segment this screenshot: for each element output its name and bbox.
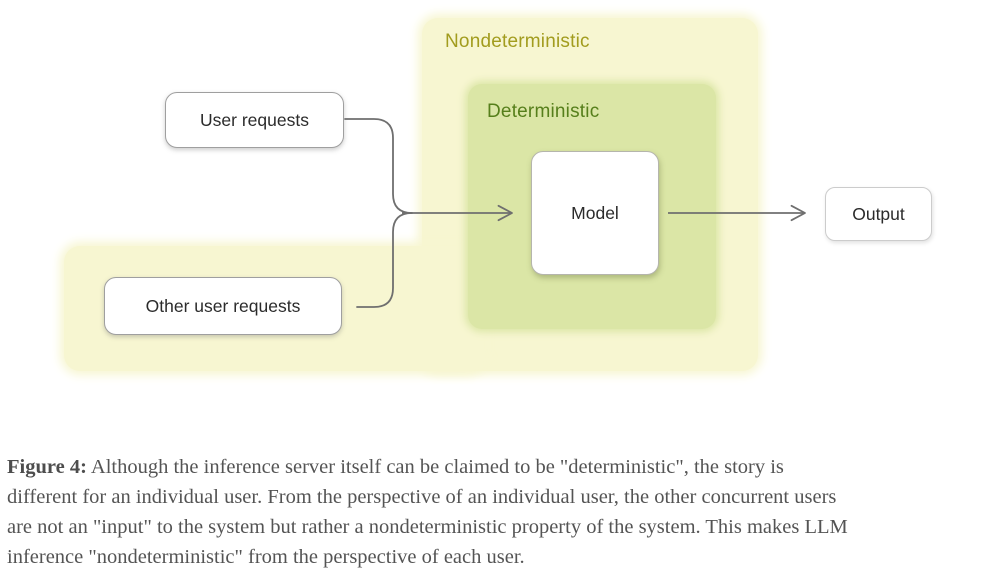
figure-caption: Figure 4: Although the inference server … bbox=[7, 452, 993, 572]
model-label: Model bbox=[571, 202, 619, 223]
model-node: Model bbox=[531, 151, 659, 275]
other-user-requests-node: Other user requests bbox=[104, 277, 342, 335]
nondeterministic-label: Nondeterministic bbox=[445, 31, 590, 52]
user-requests-node: User requests bbox=[165, 92, 344, 148]
figure-caption-label: Figure 4: bbox=[7, 456, 87, 478]
figure-caption-text: Although the inference server itself can… bbox=[7, 456, 848, 568]
deterministic-label: Deterministic bbox=[487, 101, 600, 122]
output-node: Output bbox=[825, 187, 932, 241]
other-user-requests-label: Other user requests bbox=[145, 295, 301, 316]
user-requests-label: User requests bbox=[200, 109, 309, 130]
user-requests-connector bbox=[344, 118, 413, 214]
output-label: Output bbox=[852, 203, 905, 224]
